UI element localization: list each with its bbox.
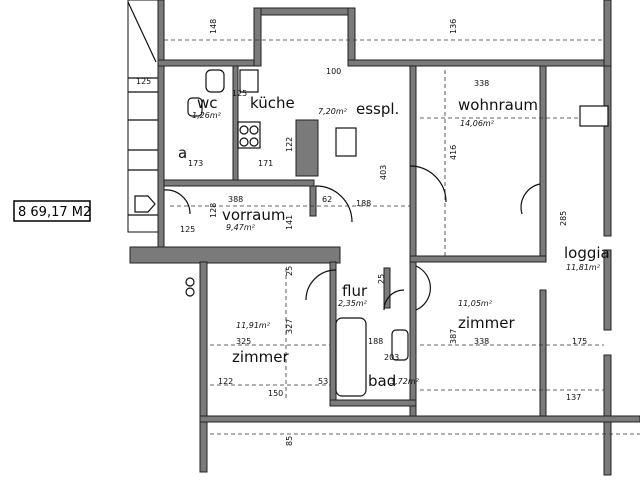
dimension-figures: 148 136 100 338 125 125 173 171 122 416 …: [136, 19, 587, 446]
room-area-flur: 2,35m²: [338, 299, 368, 308]
toilet: [205, 69, 225, 93]
unit-badge-label: 8 69,17 M2: [18, 205, 91, 220]
dim-325: 325: [236, 337, 251, 346]
dim-403: 403: [379, 165, 388, 180]
room-name-vorraum: vorraum: [222, 206, 285, 224]
room-name-loggia: loggia: [564, 244, 610, 262]
room-area-wohnraum: 14,06m²: [460, 119, 495, 128]
room-name-abstell: a: [178, 144, 187, 162]
dim-338-top: 338: [474, 79, 489, 88]
room-name-wc: wc: [197, 94, 218, 112]
dim-188-b: 188: [368, 337, 383, 346]
dim-25-a: 25: [285, 266, 294, 276]
fixtures: [134, 69, 609, 397]
dining-table: [335, 127, 357, 157]
dim-125-c: 125: [180, 225, 195, 234]
dim-387: 387: [449, 329, 458, 344]
dim-203: 203: [384, 353, 399, 362]
room-name-flur: flur: [342, 282, 368, 300]
dim-128: 128: [209, 203, 218, 218]
dim-136: 136: [449, 19, 458, 34]
dim-100: 100: [326, 67, 341, 76]
dim-285: 285: [559, 211, 568, 226]
sink: [239, 69, 259, 93]
dim-53: 53: [318, 377, 328, 386]
dim-173: 173: [188, 159, 203, 168]
room-area-kueche: 7,20m²: [318, 107, 348, 116]
room-name-wohnraum: wohnraum: [458, 96, 538, 114]
dim-416: 416: [449, 145, 458, 160]
dim-338-mid: 338: [474, 337, 489, 346]
dim-62: 62: [322, 195, 332, 204]
room-name-bad: bad: [368, 372, 396, 390]
dim-175: 175: [572, 337, 587, 346]
staircase: [127, 0, 161, 233]
room-area-loggia: 11,81m²: [566, 263, 601, 272]
dim-141: 141: [285, 215, 294, 230]
bath-washbasin: [391, 329, 409, 361]
walls: [129, 0, 640, 476]
room-area-bad: 3,72m²: [390, 377, 420, 386]
dim-188: 188: [356, 199, 371, 208]
dim-122-b: 122: [218, 377, 233, 386]
bathtub: [335, 317, 367, 397]
dim-171: 171: [258, 159, 273, 168]
chimney: [579, 105, 609, 127]
dim-85: 85: [285, 436, 294, 446]
room-name-kueche: küche: [250, 94, 295, 112]
dim-148: 148: [209, 19, 218, 34]
room-area-zimmer-left: 11,91m²: [236, 321, 271, 330]
room-name-essplatz: esspl.: [356, 100, 399, 118]
dim-327: 327: [285, 319, 294, 334]
room-area-vorraum: 9,47m²: [226, 223, 256, 232]
dim-125-b: 125: [232, 89, 247, 98]
room-name-zimmer-right: zimmer: [458, 314, 515, 332]
dimension-lines: [164, 39, 640, 435]
door-swings: [163, 165, 541, 311]
dim-25-b: 25: [377, 274, 386, 284]
room-area-zimmer-right: 11,05m²: [458, 299, 493, 308]
dim-388: 388: [228, 195, 243, 204]
dim-137: 137: [566, 393, 581, 402]
room-name-zimmer-left: zimmer: [232, 348, 289, 366]
unit-badge: 8 69,17 M2: [13, 200, 91, 222]
room-labels: küche 7,20m² esspl. wohnraum 14,06m² wc …: [178, 94, 610, 390]
dim-150: 150: [268, 389, 283, 398]
dim-125-a: 125: [136, 77, 151, 86]
dim-122-a: 122: [285, 137, 294, 152]
washbasin: [187, 97, 203, 117]
room-area-wc: 1,26m²: [192, 111, 222, 120]
